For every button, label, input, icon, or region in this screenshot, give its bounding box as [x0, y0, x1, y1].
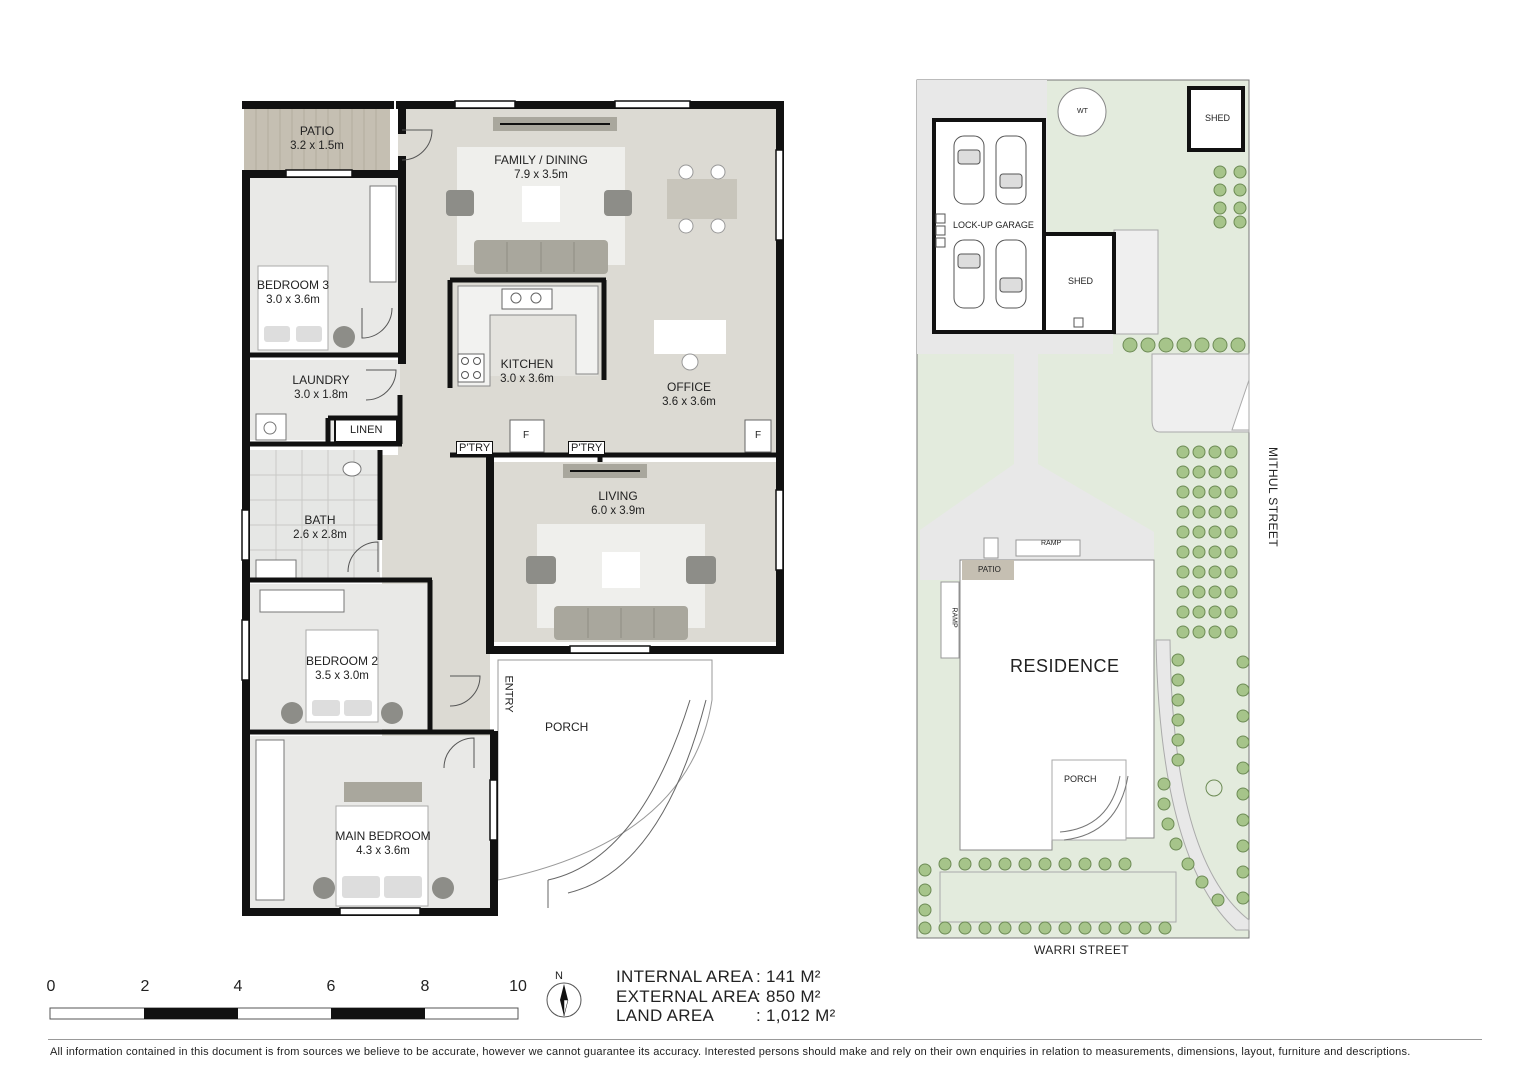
fridge-label-office: F [755, 430, 762, 441]
porch-label: PORCH [545, 720, 589, 734]
fridge-label-kitchen: F [523, 430, 530, 441]
external-area-label: EXTERNAL AREA [616, 987, 760, 1006]
site-porch-label: PORCH [1064, 774, 1097, 784]
garage-shed-label: SHED [1068, 276, 1094, 286]
garage-label: LOCK-UP GARAGE [953, 220, 1034, 230]
pantry-label-1: P'TRY [456, 441, 494, 455]
scale-tick-10: 10 [509, 978, 527, 995]
disclaimer-text: All information contained in this docume… [50, 1046, 1411, 1058]
corner-shed-label: SHED [1205, 113, 1231, 123]
scale-bar-graphic [49, 1007, 519, 1020]
external-area-value: : 850 M² [756, 987, 821, 1006]
water-tank-label: WT [1077, 108, 1088, 115]
land-area-row: LAND AREA : 1,012 M² [616, 1006, 836, 1026]
internal-area-row: INTERNAL AREA: 141 M² [616, 967, 821, 987]
warri-street-label: WARRI STREET [1034, 943, 1130, 957]
residence-label: RESIDENCE [1010, 656, 1120, 676]
internal-area-value: : 141 M² [756, 967, 821, 986]
ramp-top-label: RAMP [1041, 540, 1062, 547]
external-area-row: EXTERNAL AREA: 850 M² [616, 987, 821, 1007]
compass: N [544, 970, 588, 1026]
compass-icon [546, 982, 582, 1018]
scale-tick-6: 6 [326, 978, 336, 995]
compass-north-label: N [555, 970, 563, 982]
ramp-side-label: RAMP [950, 607, 958, 628]
land-area-label: LAND AREA [616, 1006, 715, 1025]
pantry-label-2: P'TRY [568, 441, 606, 455]
scale-tick-4: 4 [233, 978, 243, 995]
land-area-value: : 1,012 M² [756, 1006, 836, 1025]
site-patio-label: PATIO [978, 565, 1001, 574]
linen-label: LINEN [350, 424, 383, 436]
scale-tick-0: 0 [46, 978, 56, 995]
mithul-street-label: MITHUL STREET [1266, 446, 1281, 548]
scale-tick-2: 2 [140, 978, 150, 995]
scale-tick-8: 8 [420, 978, 430, 995]
internal-area-label: INTERNAL AREA [616, 967, 754, 986]
footer-divider [48, 1039, 1482, 1040]
